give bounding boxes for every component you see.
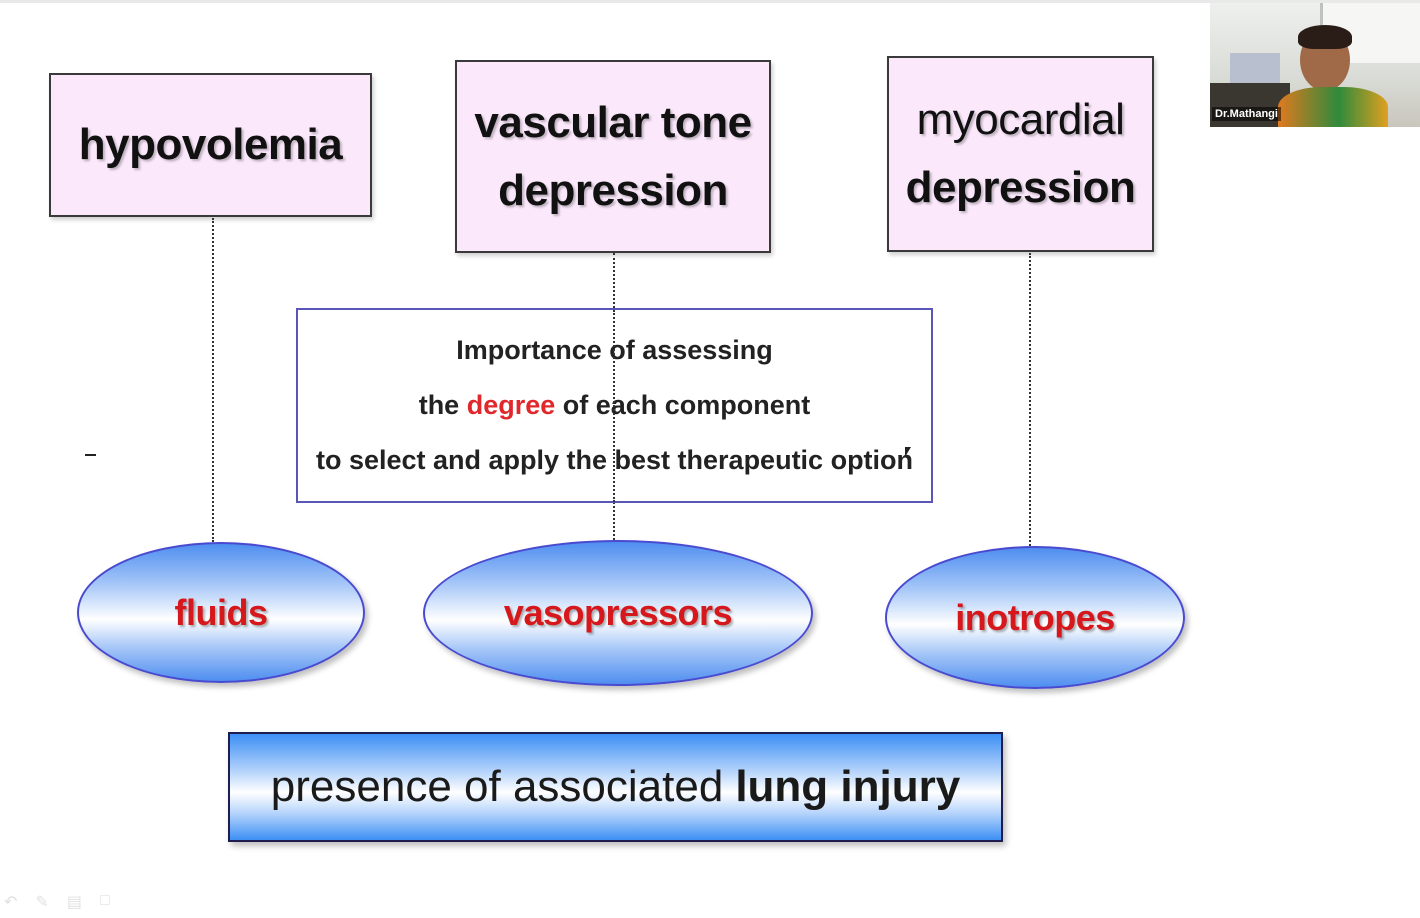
participant-name: Dr.Mathangi <box>1212 107 1281 121</box>
lung-injury-normal: presence of associated <box>270 762 724 811</box>
mouse-cursor-icon <box>905 447 911 457</box>
degree-highlight: degree <box>466 390 556 420</box>
hypovolemia-label: hypovolemia <box>78 120 343 169</box>
vasopressors-label: vasopressors <box>503 592 733 633</box>
connector-vascular-overlay <box>613 310 615 502</box>
hypovolemia-box: hypovolemia <box>49 73 372 217</box>
pen-icon[interactable]: ✎ <box>35 894 49 911</box>
myocardial-line2: depression <box>905 163 1136 212</box>
participant-hair <box>1298 25 1352 49</box>
line2-pre: the <box>418 390 467 420</box>
fluids-ellipse: fluids <box>77 542 365 683</box>
importance-line2: the degree of each component <box>419 378 811 433</box>
connector-myocardial <box>1029 253 1031 546</box>
inotropes-label: inotropes <box>955 596 1115 638</box>
top-border <box>0 0 1420 3</box>
line2-post: of each component <box>555 390 811 420</box>
vascular-tone-line1: vascular tone <box>474 97 752 147</box>
inotropes-ellipse: inotropes <box>885 546 1185 689</box>
vascular-tone-line2: depression <box>498 165 728 215</box>
participant-video-tile[interactable]: Dr.Mathangi <box>1210 3 1420 127</box>
stray-mark <box>85 454 96 456</box>
fluids-label: fluids <box>174 591 269 633</box>
slides-icon[interactable]: ▤ <box>66 894 82 911</box>
connector-hypovolemia <box>212 218 214 542</box>
vascular-tone-box: vascular tone depression <box>455 60 771 253</box>
myocardial-box: myocardial depression <box>887 56 1154 252</box>
chat-icon[interactable]: □ <box>99 892 110 909</box>
vasopressors-ellipse: vasopressors <box>423 540 813 686</box>
lung-injury-bar: presence of associated lung injury <box>228 732 1003 842</box>
lung-injury-bold: lung injury <box>735 762 961 811</box>
participant-body <box>1278 87 1388 127</box>
myocardial-line1: myocardial <box>916 95 1125 144</box>
slide-toolbar: ↶ ✎ ▤ □ <box>4 892 110 912</box>
shelf-bg <box>1230 53 1280 83</box>
back-arrow-icon[interactable]: ↶ <box>4 894 18 911</box>
